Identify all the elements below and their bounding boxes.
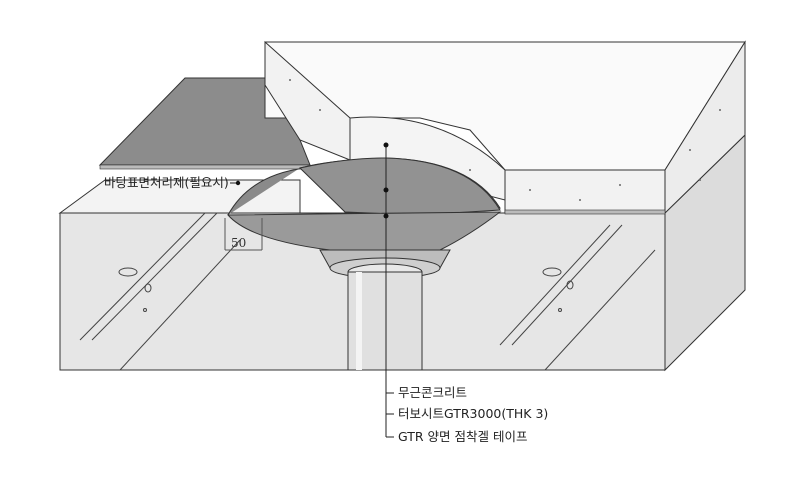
concrete-block-side (664, 40, 746, 215)
layer-leader (385, 145, 394, 438)
primer-label: 바탕표면처리제(필요시) (104, 175, 229, 190)
leader-dot (383, 213, 389, 219)
dimension-marker (224, 218, 263, 251)
membrane-funnel-flap (298, 157, 501, 216)
layer-label-tape: GTR 양면 점착겔 테이프 (398, 429, 527, 444)
layer-label-concrete: 무근콘크리트 (398, 385, 467, 400)
concrete-block-front (504, 169, 666, 214)
layer-label-membrane: 터보시트GTR3000(THK 3) (398, 406, 548, 421)
concrete-speckle (289, 79, 721, 201)
leader-dot (383, 142, 389, 148)
concrete-block-left-face (264, 40, 351, 161)
leader-dot (383, 187, 389, 193)
dimension-label: 50 (231, 236, 246, 250)
front-face-grooves (79, 212, 656, 371)
